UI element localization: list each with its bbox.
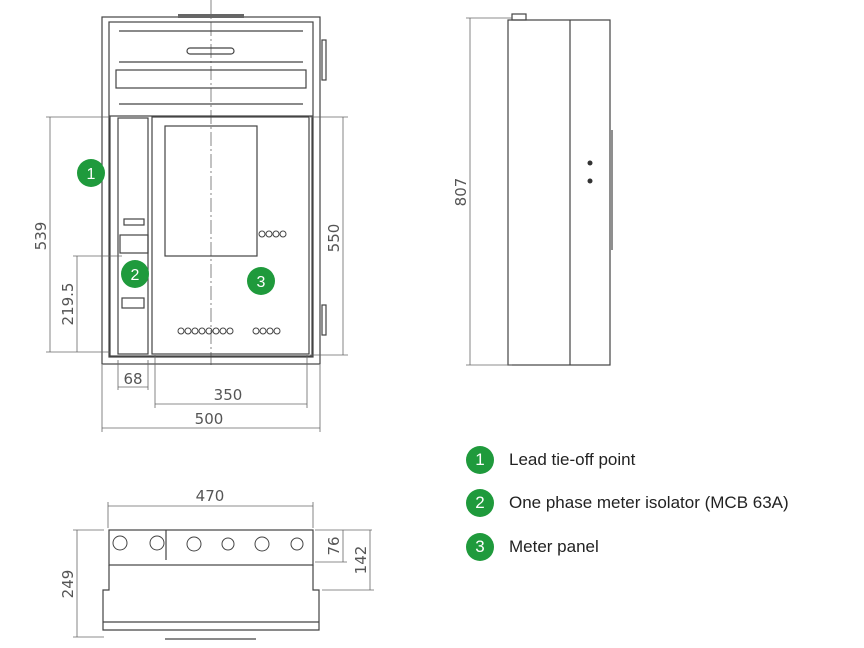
legend: 1 Lead tie-off point 2 One phase meter i… (466, 438, 789, 569)
callout-3: 3 (247, 267, 275, 295)
dim-68: 68 (123, 370, 142, 388)
front-view: 539 219.5 550 68 350 500 1 2 3 (32, 0, 348, 432)
legend-badge: 2 (466, 489, 494, 518)
callout-1: 1 (77, 159, 105, 187)
dim-807: 807 (452, 178, 470, 207)
dim-500: 500 (195, 410, 224, 428)
callout-2: 2 (121, 260, 149, 288)
dim-470: 470 (196, 487, 225, 505)
legend-badge: 3 (466, 532, 494, 561)
cable-entries (177, 230, 287, 335)
dim-76: 76 (325, 536, 343, 555)
legend-label: Lead tie-off point (509, 449, 636, 469)
dim-350: 350 (214, 386, 243, 404)
bottom-view: 470 249 76 142 (59, 487, 374, 640)
dim-550: 550 (325, 224, 343, 253)
legend-badge: 1 (466, 445, 494, 474)
dim-539: 539 (32, 222, 50, 251)
svg-text:3: 3 (257, 274, 266, 291)
svg-text:2: 2 (131, 267, 140, 284)
legend-label: Meter panel (509, 536, 599, 556)
svg-text:1: 1 (87, 166, 96, 183)
legend-item: 2 One phase meter isolator (MCB 63A) (466, 482, 789, 526)
legend-item: 1 Lead tie-off point (466, 438, 789, 482)
dim-249: 249 (59, 570, 77, 599)
dim-219-5: 219.5 (59, 283, 77, 326)
legend-item: 3 Meter panel (466, 525, 789, 569)
legend-label: One phase meter isolator (MCB 63A) (509, 493, 789, 513)
side-view: 807 (452, 13, 613, 366)
dim-142: 142 (352, 546, 370, 575)
